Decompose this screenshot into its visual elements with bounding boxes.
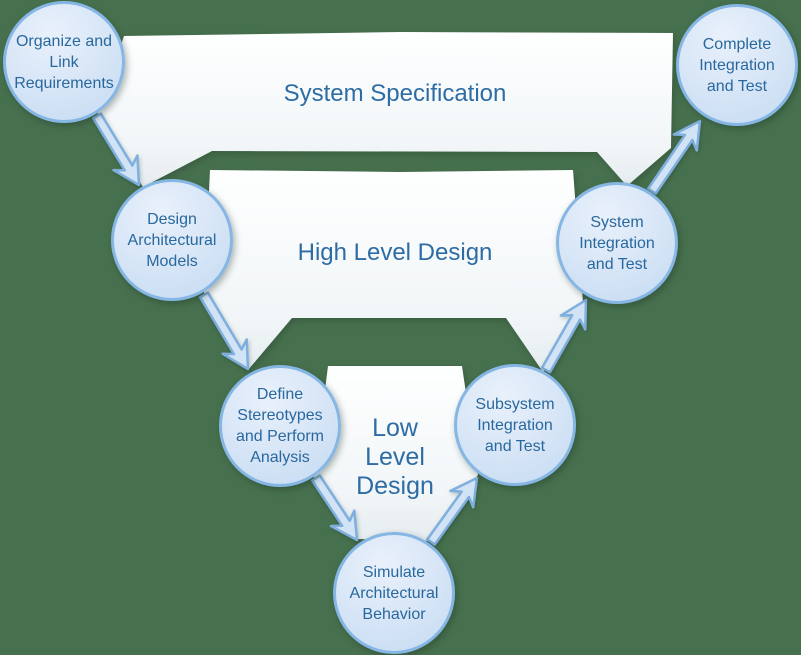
band-label-low-level-design: Low Level Design xyxy=(356,414,434,500)
node-subsystem-integration-and-test: Subsystem Integration and Test xyxy=(454,364,576,486)
node-define-stereotypes-and-perform-analysis: Define Stereotypes and Perform Analysis xyxy=(219,365,341,487)
band-shape-high-level-design xyxy=(204,170,583,372)
node-complete-integration-and-test: Complete Integration and Test xyxy=(676,4,798,126)
band-label-high-level-design: High Level Design xyxy=(297,239,493,266)
node-system-integration-and-test: System Integration and Test xyxy=(556,182,678,304)
node-simulate-architectural-behavior: Simulate Architectural Behavior xyxy=(333,532,455,654)
band-label-system-specification: System Specification xyxy=(283,80,507,107)
node-organize-and-link-requirements: Organize and Link Requirements xyxy=(3,1,125,123)
node-design-architectural-models: Design Architectural Models xyxy=(111,179,233,301)
band-shape-system-specification xyxy=(97,32,673,187)
